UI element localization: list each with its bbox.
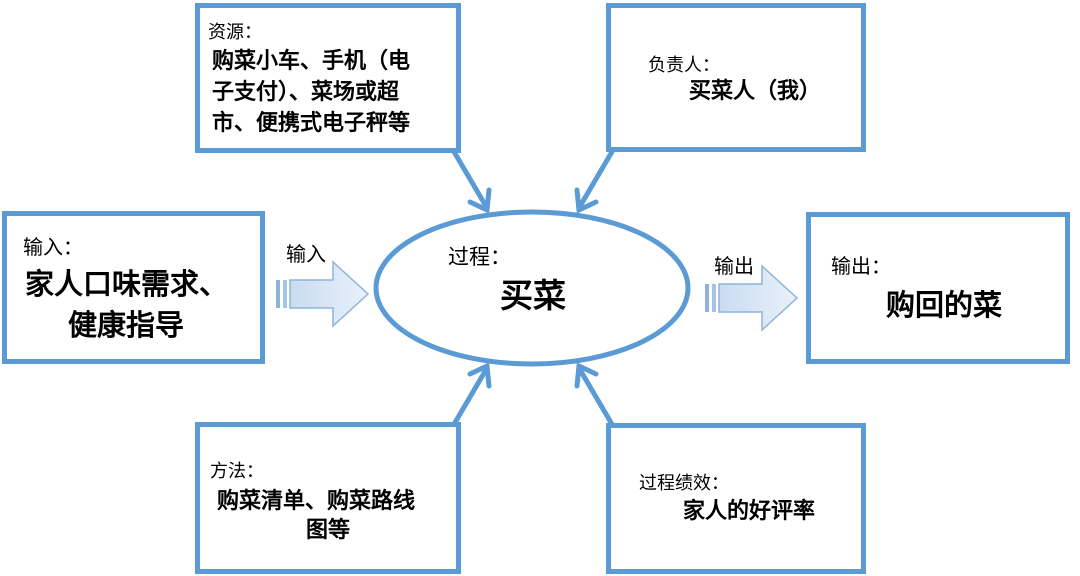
performance-label: 过程绩效： (639, 473, 729, 494)
method-label: 方法： (210, 461, 264, 482)
method-line: 图等 (306, 518, 351, 543)
owner-box: 负责人： 买菜人（我） (606, 3, 866, 152)
output-box: 输出： 购回的菜 (806, 212, 1070, 364)
method-text: 购菜清单、购菜路线 图等 (217, 487, 415, 545)
input-text: 家人口味需求、 健康指导 (25, 264, 228, 346)
method-line: 购菜清单、购菜路线 (217, 489, 416, 514)
method-connector-arrow (450, 362, 492, 429)
input-label: 输入： (23, 235, 83, 259)
resources-line: 购菜小车、手机（电 (212, 49, 411, 74)
output-block-arrow (705, 264, 799, 332)
input-block-arrow (276, 260, 370, 328)
process-label: 过程： (448, 245, 511, 269)
output-value: 购回的菜 (886, 288, 1003, 322)
owner-value: 买菜人（我） (689, 79, 822, 104)
resources-label: 资源： (208, 22, 262, 43)
input-arrow-label: 输入 (286, 242, 326, 266)
performance-connector-arrow (574, 362, 616, 429)
output-label: 输出： (831, 254, 891, 278)
owner-label: 负责人： (648, 55, 720, 76)
method-box: 方法： 购菜清单、购菜路线 图等 (195, 422, 461, 574)
resources-box: 资源： 购菜小车、手机（电 子支付）、菜场或超 市、便携式电子秤等 (195, 3, 461, 153)
input-line: 家人口味需求、 (25, 267, 229, 301)
resources-line: 子支付）、菜场或超 (212, 80, 400, 105)
resources-text: 购菜小车、手机（电 子支付）、菜场或超 市、便携式电子秤等 (212, 46, 410, 139)
owner-connector-arrow (574, 147, 616, 214)
process-ellipse (373, 209, 691, 367)
output-arrow-label: 输出 (714, 254, 754, 278)
input-box: 输入： 家人口味需求、 健康指导 (2, 211, 265, 364)
process-title: 买菜 (500, 276, 566, 315)
resources-line: 市、便携式电子秤等 (212, 111, 411, 136)
performance-value: 家人的好评率 (683, 499, 816, 524)
input-line: 健康指导 (68, 308, 185, 342)
performance-box: 过程绩效： 家人的好评率 (606, 423, 866, 574)
resources-connector-arrow (450, 147, 492, 214)
